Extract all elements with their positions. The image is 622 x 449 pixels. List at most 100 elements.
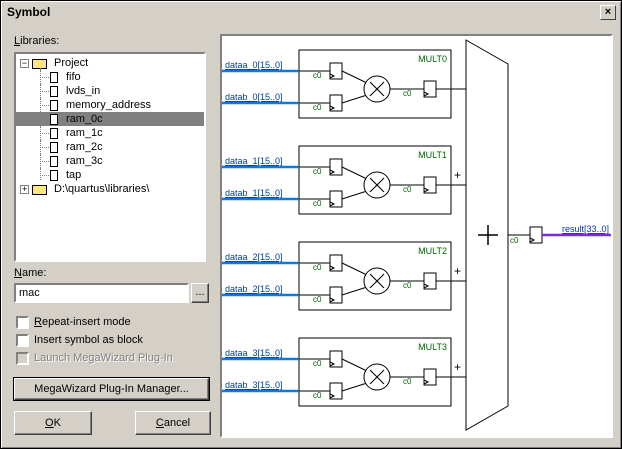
tree-item-label: ram_3c (66, 155, 103, 167)
internal-wire (341, 70, 368, 84)
tree-item-label: ram_0c (66, 113, 103, 125)
multiplier-icon-x (369, 273, 385, 289)
input-register-clock-mark (329, 265, 336, 271)
port-label-datab: datab_2[15..0] (225, 284, 283, 294)
clock-label: c0 (510, 236, 519, 245)
symbol-icon (50, 114, 58, 125)
tree-item-label: ram_1c (66, 127, 103, 139)
repeat-insert-label: Repeat-insert mode (34, 316, 131, 328)
output-register-clock-mark (423, 187, 430, 193)
tree-item[interactable]: tap (16, 168, 204, 182)
tree-guide-line (40, 68, 41, 180)
output-register-clock-mark (423, 91, 430, 97)
clock-label: c0 (313, 199, 322, 208)
insert-block-label: Insert symbol as block (34, 334, 143, 346)
port-label-dataa: dataa_1[15..0] (225, 156, 283, 166)
input-register-clock-mark (329, 393, 336, 399)
port-label-dataa: dataa_3[15..0] (225, 348, 283, 358)
tree-item[interactable]: fifo (16, 70, 204, 84)
clock-label: c0 (313, 359, 322, 368)
adder-input-sign: + (454, 264, 461, 278)
tree-item-label: tap (66, 169, 82, 181)
internal-wire (341, 94, 368, 104)
name-field[interactable]: mac (14, 283, 189, 303)
window-title: Symbol (7, 5, 51, 19)
input-register-clock-mark (329, 297, 336, 303)
tree-item-label: D:\quartus\libraries\ (54, 183, 150, 195)
tree-item[interactable]: ram_3c (16, 154, 204, 168)
tree-item[interactable]: + D:\quartus\libraries\ (16, 182, 204, 196)
expand-icon[interactable]: + (20, 184, 29, 194)
clock-label: c0 (403, 89, 412, 98)
insert-block-checkbox[interactable] (16, 334, 29, 347)
mult-block-title: MULT2 (418, 246, 447, 256)
tree-item[interactable]: − Project (16, 56, 204, 70)
tree-item-label: ram_2c (66, 141, 103, 153)
clock-label: c0 (313, 391, 322, 400)
internal-wire (341, 358, 368, 372)
symbol-icon (50, 100, 58, 111)
clock-label: c0 (403, 281, 412, 290)
internal-wire (341, 166, 368, 180)
clock-label: c0 (313, 103, 322, 112)
cancel-button[interactable]: Cancel (135, 411, 211, 435)
multiplier-icon-x (369, 81, 385, 97)
tree-item[interactable]: memory_address (16, 98, 204, 112)
output-register-clock-mark (423, 379, 430, 385)
multiplier-icon-x (369, 369, 385, 385)
result-register-clock-mark (529, 237, 536, 243)
tree-item[interactable]: ram_1c (16, 126, 204, 140)
port-label-result: result[33..0] (562, 224, 609, 234)
tree-item[interactable]: ram_2c (16, 140, 204, 154)
tree-item-label: fifo (66, 71, 81, 83)
mult-block-title: MULT0 (418, 54, 447, 64)
input-register-clock-mark (329, 105, 336, 111)
title-bar: Symbol × (3, 3, 619, 21)
symbol-icon (50, 142, 58, 153)
internal-wire (341, 382, 368, 392)
tree-item-label: lvds_in (66, 85, 101, 97)
close-button[interactable]: × (600, 5, 616, 20)
tree-item-label: memory_address (66, 99, 151, 111)
folder-icon (32, 185, 47, 195)
clock-label: c0 (313, 167, 322, 176)
name-label: Name: (14, 267, 47, 279)
clock-label: c0 (313, 71, 322, 80)
input-register-clock-mark (329, 169, 336, 175)
tree-item-label: Project (54, 57, 89, 69)
megawizard-button[interactable]: MegaWizard Plug-In Manager... (13, 377, 210, 401)
symbol-icon (50, 72, 58, 83)
tree-item[interactable]: ram_0c (16, 112, 204, 126)
repeat-insert-checkbox[interactable] (16, 316, 29, 329)
adder-input-sign: + (454, 360, 461, 374)
port-label-datab: datab_3[15..0] (225, 380, 283, 390)
clock-label: c0 (313, 295, 322, 304)
collapse-icon[interactable]: − (20, 58, 29, 68)
input-register-clock-mark (329, 361, 336, 367)
libraries-label: Libraries: (14, 35, 60, 47)
port-label-datab: datab_0[15..0] (225, 92, 283, 102)
internal-wire (341, 190, 368, 200)
mult-block-title: MULT3 (418, 342, 447, 352)
clock-label: c0 (403, 185, 412, 194)
clock-label: c0 (313, 263, 322, 272)
open-folder-icon (32, 59, 47, 69)
internal-wire (341, 286, 368, 296)
adder-input-sign: + (454, 168, 461, 182)
input-register-clock-mark (329, 201, 336, 207)
multiplier-icon-x (369, 177, 385, 193)
ok-button[interactable]: OK (14, 411, 92, 435)
launch-megawizard-checkbox (16, 352, 29, 365)
internal-wire (341, 262, 368, 276)
symbol-icon (50, 86, 58, 97)
port-label-dataa: dataa_0[15..0] (225, 60, 283, 70)
tree-item[interactable]: lvds_in (16, 84, 204, 98)
mult-block-title: MULT1 (418, 150, 447, 160)
symbol-icon (50, 156, 58, 167)
input-register-clock-mark (329, 73, 336, 79)
browse-button[interactable]: ... (191, 283, 209, 303)
clock-label: c0 (403, 377, 412, 386)
